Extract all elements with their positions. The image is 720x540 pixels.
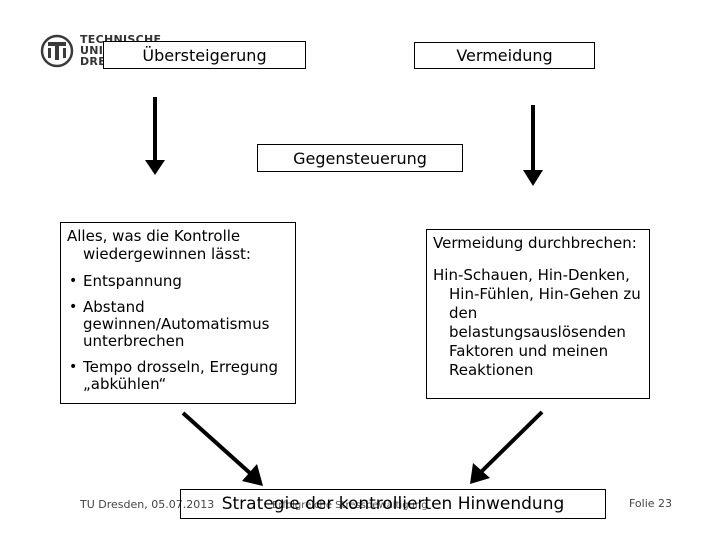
tu-dresden-logo-icon — [40, 34, 74, 68]
arrow-right-down — [523, 105, 543, 186]
arrow-left-down — [145, 97, 165, 175]
vermeidung-box: Vermeidung — [414, 42, 595, 69]
footer-slide-number: Folie 23 — [629, 497, 673, 510]
logo-line-3: DRE — [80, 55, 107, 68]
gegensteuerung-label: Gegensteuerung — [293, 148, 427, 168]
uebersteigerung-label: Übersteigerung — [142, 45, 267, 65]
vermeidung-durchbrechen-box: Vermeidung durchbrechen: Hin-Schauen, Hi… — [426, 229, 650, 399]
list-item: Entspannung — [67, 273, 289, 291]
arrow-right-diagonal — [470, 410, 544, 484]
kontrolle-list: Entspannung Abstand gewinnen/Automatismu… — [67, 273, 289, 393]
list-item: Abstand gewinnen/Automatismus unterbrech… — [67, 299, 289, 350]
logo-line-1: TECHNISCHE — [80, 33, 162, 46]
strategie-box: Strategie der kontrollierten Hinwendung — [180, 489, 606, 519]
footer-title: Erfolgreiche Stressbewältigung — [272, 500, 428, 511]
strategie-label: Strategie der kontrollierten Hinwendung — [221, 494, 565, 514]
vermeidung-durchbrechen-body: Hin-Schauen, Hin-Denken, Hin-Fühlen, Hin… — [433, 266, 641, 379]
vermeidung-label: Vermeidung — [456, 46, 553, 65]
tu-dresden-logo: TECHNISCHE UNIV DRE — [40, 34, 161, 70]
kontrolle-heading: Alles, was die Kontrolle wiedergewinnen … — [67, 227, 251, 263]
gegensteuerung-box: Gegensteuerung — [257, 144, 463, 172]
kontrolle-box: Alles, was die Kontrolle wiedergewinnen … — [60, 222, 296, 404]
list-item: Tempo drosseln, Erregung „abkühlen“ — [67, 359, 289, 393]
uebersteigerung-box: Übersteigerung — [103, 41, 306, 69]
logo-line-2: UNIV — [80, 44, 112, 57]
arrow-left-diagonal — [181, 411, 263, 486]
vermeidung-durchbrechen-heading: Vermeidung durchbrechen: — [433, 234, 637, 252]
logo-text: TECHNISCHE UNIV DRE — [80, 34, 161, 67]
